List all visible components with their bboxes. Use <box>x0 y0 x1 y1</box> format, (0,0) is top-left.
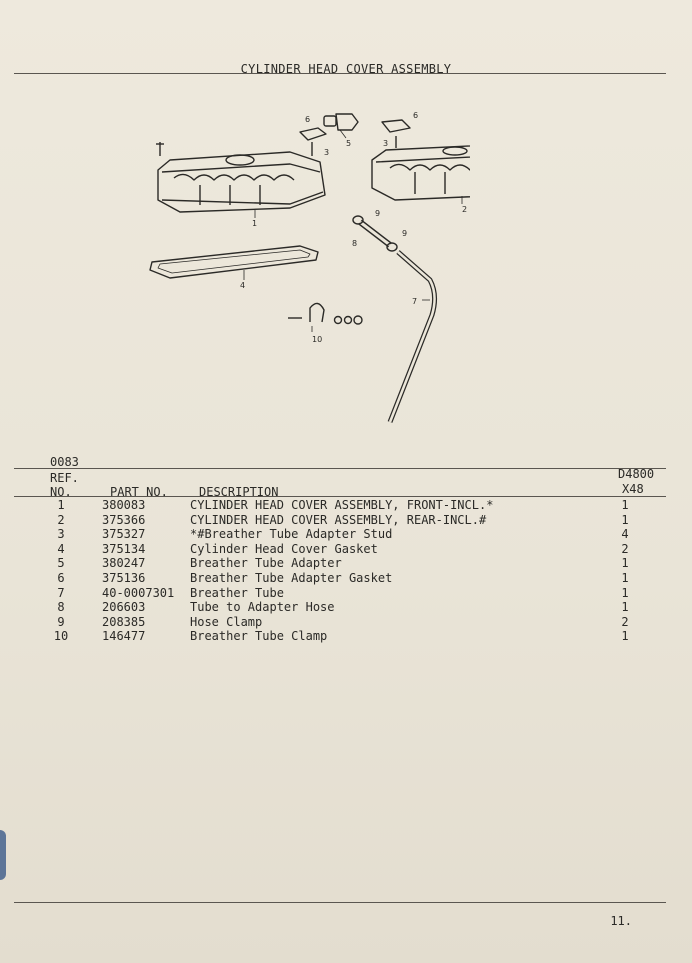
table-row: 7 40-0007301 Breather Tube 1 <box>44 586 640 601</box>
description-header: DESCRIPTION <box>199 485 279 499</box>
qty-cell: 1 <box>621 498 629 512</box>
ref-cell: 2 <box>57 512 65 527</box>
description-cell: Tube to Adapter Hose <box>190 600 335 615</box>
callout-1: 1 <box>252 219 257 228</box>
ref-cell: 3 <box>57 527 65 542</box>
description-cell: Breather Tube Adapter Gasket <box>190 570 393 585</box>
adapter-drawing <box>335 113 359 131</box>
gasket-drawing <box>149 245 319 279</box>
header-top-rule <box>14 468 666 469</box>
callout-6b: 6 <box>413 111 418 120</box>
callout-6a: 6 <box>305 115 310 124</box>
table-row: 10 146477 Breather Tube Clamp 1 <box>44 629 640 644</box>
ref-cell: 6 <box>57 570 65 585</box>
part-no-cell: 375134 <box>102 541 146 556</box>
ref-cell: 4 <box>57 541 65 556</box>
table-row: 5 380247 Breather Tube Adapter 1 <box>44 556 640 571</box>
edge-mark <box>0 830 6 880</box>
model-header-line1: D4800 <box>618 467 655 481</box>
model-header-line2: X48 <box>622 482 644 496</box>
part-no-header: PART NO. <box>110 485 168 499</box>
callout-8: 8 <box>352 239 357 248</box>
ref-cell: 1 <box>57 498 65 512</box>
table-row: 2 375366 CYLINDER HEAD COVER ASSEMBLY, R… <box>44 513 640 528</box>
exploded-parts-diagram: 1 2 3 3 4 5 6 6 7 8 9 9 10 <box>140 100 539 440</box>
clamp-drawing <box>288 302 363 325</box>
description-cell: *#Breather Tube Adapter Stud <box>190 527 393 542</box>
footer-rule <box>14 902 666 903</box>
callout-3b: 3 <box>383 139 388 148</box>
qty-cell: 1 <box>621 512 629 527</box>
description-cell: Breather Tube Clamp <box>190 629 328 644</box>
table-row: 3 375327 *#Breather Tube Adapter Stud 4 <box>44 527 640 542</box>
page-number: 11. <box>610 914 632 928</box>
parts-table: 1 380083 CYLINDER HEAD COVER ASSEMBLY, F… <box>44 498 640 644</box>
description-cell: Hose Clamp <box>190 614 263 629</box>
description-cell: Breather Tube Adapter <box>190 556 342 571</box>
qty-cell: 1 <box>621 556 629 571</box>
description-cell: CYLINDER HEAD COVER ASSEMBLY, FRONT-INCL… <box>190 498 494 512</box>
ref-cell: 7 <box>57 585 65 600</box>
callout-2: 2 <box>462 205 467 214</box>
part-no-cell: 380247 <box>102 556 146 571</box>
callout-10: 10 <box>312 335 322 344</box>
ref-cell: 10 <box>53 629 69 644</box>
table-row: 1 380083 CYLINDER HEAD COVER ASSEMBLY, F… <box>44 498 640 513</box>
front-cover-drawing <box>157 151 326 213</box>
ref-header-line1: REF. <box>50 471 79 485</box>
table-row: 9 208385 Hose Clamp 2 <box>44 615 640 630</box>
part-no-cell: 206603 <box>102 600 146 615</box>
ref-cell: 5 <box>57 556 65 571</box>
assembly-code: 0083 <box>50 455 79 469</box>
table-row: 4 375134 Cylinder Head Cover Gasket 2 <box>44 542 640 557</box>
title-rule <box>14 73 666 74</box>
part-no-cell: 375366 <box>102 512 146 527</box>
qty-cell: 2 <box>621 614 629 629</box>
qty-cell: 1 <box>621 570 629 585</box>
description-cell: CYLINDER HEAD COVER ASSEMBLY, REAR-INCL.… <box>190 512 487 527</box>
description-cell: Cylinder Head Cover Gasket <box>190 541 378 556</box>
table-row: 8 206603 Tube to Adapter Hose 1 <box>44 600 640 615</box>
rear-cover-drawing <box>371 143 539 201</box>
ref-cell: 9 <box>57 614 65 629</box>
callout-5: 5 <box>346 139 351 148</box>
callout-9a: 9 <box>375 209 380 218</box>
part-no-cell: 146477 <box>102 629 146 644</box>
qty-cell: 1 <box>621 585 629 600</box>
qty-cell: 4 <box>621 527 629 542</box>
part-no-cell: 375136 <box>102 570 146 585</box>
callout-9b: 9 <box>402 229 407 238</box>
diagram-svg: 1 2 3 3 4 5 6 6 7 8 9 9 10 <box>149 111 539 423</box>
ref-cell: 8 <box>57 600 65 615</box>
part-no-cell: 40-0007301 <box>102 585 175 600</box>
ref-header-line2: NO. <box>50 485 72 499</box>
callout-7: 7 <box>412 297 417 306</box>
qty-cell: 1 <box>621 629 629 644</box>
callout-4: 4 <box>240 281 245 290</box>
qty-cell: 1 <box>621 600 629 615</box>
part-no-cell: 380083 <box>102 498 146 512</box>
callout-3a: 3 <box>324 148 329 157</box>
table-row: 6 375136 Breather Tube Adapter Gasket 1 <box>44 571 640 586</box>
page-title: CYLINDER HEAD COVER ASSEMBLY <box>240 62 452 76</box>
part-no-cell: 375327 <box>102 527 146 542</box>
part-no-cell: 208385 <box>102 614 146 629</box>
qty-cell: 2 <box>621 541 629 556</box>
description-cell: Breather Tube <box>190 585 284 600</box>
header-bottom-rule <box>14 496 666 497</box>
